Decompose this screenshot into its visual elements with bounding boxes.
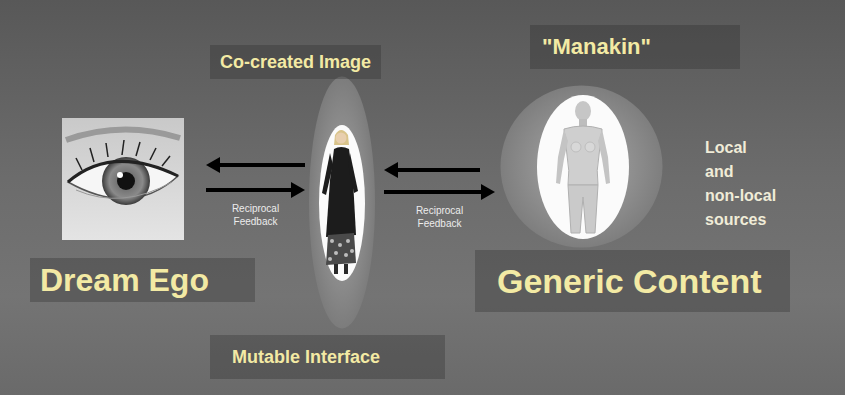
feedback-arrow bbox=[206, 157, 305, 173]
content-circle: "Manakin"Generic Content bbox=[498, 85, 665, 248]
interface-ellipse-art bbox=[308, 75, 376, 330]
title-label: Generic Content bbox=[475, 250, 790, 312]
feedback-arrow bbox=[206, 182, 305, 198]
feedback-arrow bbox=[384, 184, 495, 200]
content-circle-art bbox=[498, 85, 665, 248]
edge-label: Reciprocal Feedback bbox=[225, 202, 287, 228]
heading-label: Co-created Image bbox=[210, 45, 381, 79]
heading-label: Mutable Interface bbox=[210, 335, 445, 379]
feedback-arrow bbox=[384, 162, 480, 178]
note-label: Local and non-local sources bbox=[705, 136, 787, 232]
heading-label: "Manakin" bbox=[530, 25, 740, 69]
interface-ellipse: Co-created ImageMutable Interface bbox=[308, 75, 376, 330]
eye-image: Dream Ego bbox=[62, 118, 184, 240]
edge-label: Reciprocal Feedback bbox=[409, 204, 471, 230]
eye-image-art bbox=[62, 118, 184, 240]
title-label: Dream Ego bbox=[30, 258, 255, 302]
